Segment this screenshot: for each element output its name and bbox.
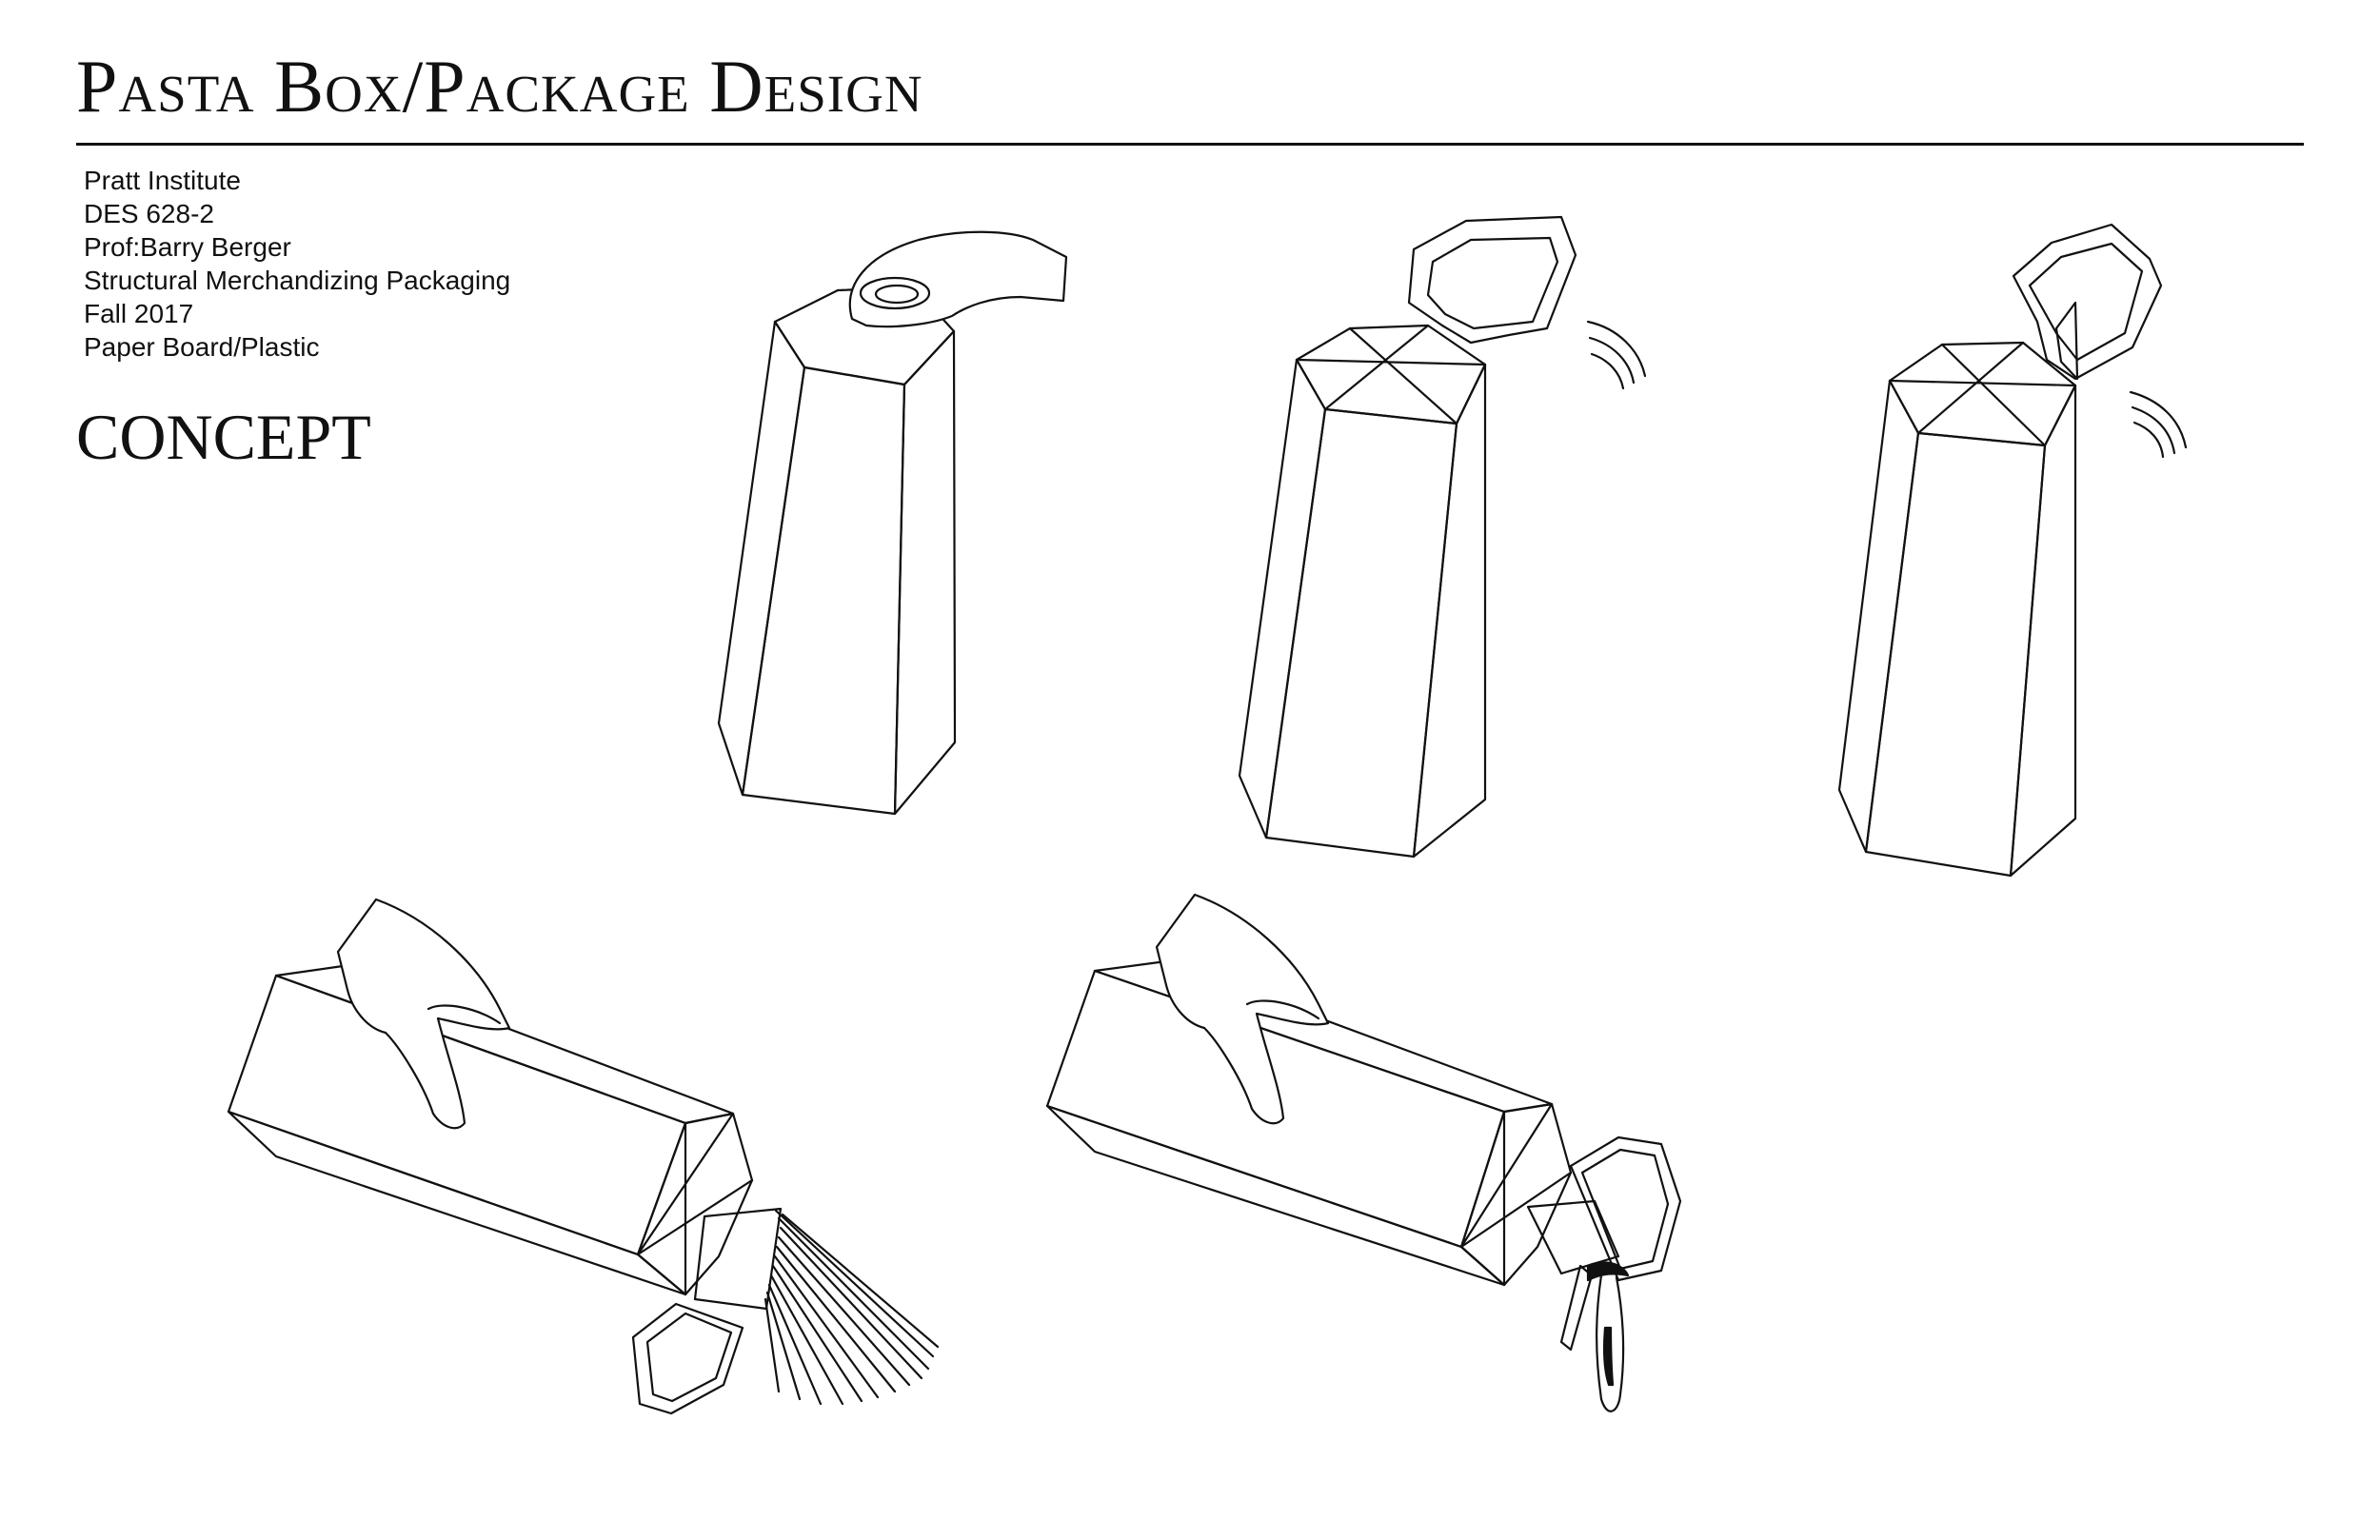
box-bottom-face	[227, 1110, 687, 1296]
meta-course-name: Structural Merchandizing Packaging	[84, 266, 511, 295]
motion-lines-icon	[2129, 390, 2188, 459]
box-right-face	[2009, 384, 2077, 878]
box-front-face	[1264, 407, 1458, 859]
sketch-closed-box-press	[717, 230, 1068, 816]
sketch-lid-tilted	[1837, 223, 2188, 878]
box-left-face	[717, 320, 806, 797]
hand-icon	[336, 898, 511, 1130]
meta-materials: Paper Board/Plastic	[84, 332, 320, 362]
hex-lid-icon	[1569, 1135, 1682, 1282]
lid-fold-lines	[1888, 341, 2077, 447]
box-right-face	[893, 329, 957, 816]
lid-fold-lines	[1295, 324, 1487, 425]
meta-institution: Pratt Institute	[84, 166, 241, 195]
end-fold-lines	[636, 1112, 754, 1296]
box-top-face	[1888, 341, 2077, 447]
hand-icon	[1155, 893, 1330, 1125]
box-top-face	[274, 964, 735, 1125]
meta-term: Fall 2017	[84, 299, 194, 328]
section-heading: CONCEPT	[76, 401, 371, 473]
hand-icon	[848, 230, 1068, 328]
sketch-pour-dry-pasta	[227, 898, 940, 1415]
page-title: Pasta Box/Package Design	[76, 45, 923, 128]
meta-course-code: DES 628-2	[84, 199, 214, 228]
box-front-face	[741, 365, 906, 816]
meta-professor: Prof:Barry Berger	[84, 232, 291, 262]
pasta-strands-icon	[764, 1209, 940, 1406]
box-left-face	[1837, 379, 1920, 854]
hex-lid-icon	[2012, 223, 2163, 381]
sketch-pour-liquid	[1045, 893, 1682, 1412]
box-right-face	[1412, 363, 1487, 859]
end-fold-lines	[1459, 1102, 1573, 1287]
hex-lid-icon	[1407, 215, 1577, 345]
box-left-face	[1238, 358, 1327, 839]
box-end-face	[636, 1112, 754, 1296]
project-info: Pratt Institute DES 628-2 Prof:Barry Ber…	[84, 164, 510, 364]
sketch-open-lid	[1238, 215, 1647, 859]
title-rule	[76, 143, 2304, 146]
motion-lines-icon	[1586, 320, 1647, 390]
box-bottom-face	[1045, 1104, 1506, 1287]
box-top-face	[773, 286, 956, 386]
box-top-face	[1093, 959, 1554, 1114]
liquid-stream-icon	[1586, 1261, 1630, 1412]
box-front-face	[1864, 431, 2047, 878]
spout-icon	[631, 1207, 783, 1415]
